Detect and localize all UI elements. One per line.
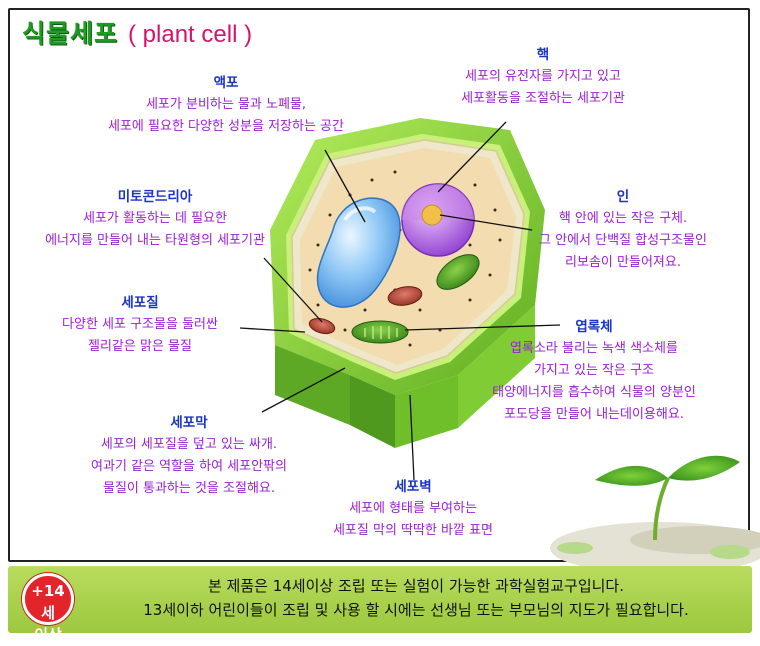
- label-membrane: 세포막 세포의 세포질을 덮고 있는 싸개. 여과기 같은 역할을 하여 세포안…: [58, 412, 320, 500]
- label-nucleus-name: 핵: [536, 47, 550, 63]
- label-mitochondria-line2: 에너지를 만들어 내는 타원형의 세포기관: [45, 233, 265, 248]
- age-badge: +14세 이상: [22, 573, 74, 644]
- nucleus: [401, 183, 475, 257]
- page-title: 식물세포 ( plant cell ): [22, 14, 252, 50]
- label-membrane-line2: 여과기 같은 역할을 하여 세포안팎의: [91, 459, 287, 474]
- sprout-illustration: [550, 455, 760, 574]
- label-membrane-line3: 물질이 통과하는 것을 조절해요.: [102, 481, 275, 496]
- label-membrane-name: 세포막: [170, 415, 208, 431]
- chloroplast: [351, 254, 480, 344]
- label-vacuole-line1: 세포가 분비하는 물과 노폐물,: [145, 97, 307, 112]
- label-vacuole-line2: 세포에 필요한 다양한 성분을 저장하는 공간: [108, 119, 344, 134]
- label-chloroplast-line3: 태양에너지를 흡수하여 식물의 양분인: [492, 385, 696, 400]
- label-nucleus-line1: 세포의 유전자를 가지고 있고: [465, 69, 621, 84]
- label-nucleus-line2: 세포활동을 조절하는 세포기관: [461, 91, 625, 106]
- footer-notice: 본 제품은 14세이상 조립 또는 실험이 가능한 과학실험교구입니다. 13세…: [84, 574, 748, 622]
- label-wall-name: 세포벽: [394, 479, 432, 495]
- label-nucleolus: 인 핵 안에 있는 작은 구체. 그 안에서 단백질 합성구조물인 리보솜이 만…: [512, 186, 734, 274]
- label-cytoplasm-name: 세포질: [121, 295, 159, 311]
- label-mitochondria-line1: 세포가 활동하는 데 필요한: [83, 211, 227, 226]
- footer-notice-line1: 본 제품은 14세이상 조립 또는 실험이 가능한 과학실험교구입니다.: [207, 577, 625, 595]
- label-chloroplast-line4: 포도당을 만들어 내는데이용해요.: [504, 407, 684, 422]
- label-wall-line1: 세포에 형태를 부여하는: [349, 501, 477, 516]
- label-wall-line2: 세포질 막의 딱딱한 바깥 표면: [332, 523, 494, 538]
- label-cytoplasm-line2: 젤리같은 맑은 물질: [88, 339, 192, 354]
- leader-lines: [239, 121, 561, 481]
- label-chloroplast-name: 엽록체: [575, 319, 613, 335]
- label-chloroplast: 엽록체 엽록소라 불리는 녹색 색소체를 가지고 있는 작은 구조 태양에너지를…: [468, 316, 720, 426]
- label-mitochondria: 미토콘드리아 세포가 활동하는 데 필요한 에너지를 만들어 내는 타원형의 세…: [20, 186, 290, 252]
- label-nucleolus-name: 인: [616, 189, 630, 205]
- age-badge-line2: 이상: [34, 626, 62, 644]
- label-nucleolus-line1: 핵 안에 있는 작은 구체.: [558, 211, 688, 226]
- label-mitochondria-name: 미토콘드리아: [117, 189, 193, 205]
- label-vacuole-name: 액포: [213, 75, 239, 91]
- vacuole: [316, 197, 401, 308]
- label-chloroplast-line2: 가지고 있는 작은 구조: [533, 363, 655, 378]
- label-vacuole: 액포 세포가 분비하는 물과 노폐물, 세포에 필요한 다양한 성분을 저장하는…: [88, 72, 364, 138]
- label-chloroplast-line1: 엽록소라 불리는 녹색 색소체를: [510, 341, 678, 356]
- title-korean: 식물세포: [22, 19, 119, 48]
- label-wall: 세포벽 세포에 형태를 부여하는 세포질 막의 딱딱한 바깥 표면: [306, 476, 520, 542]
- nucleolus: [421, 204, 443, 226]
- label-membrane-line1: 세포의 세포질을 덮고 있는 싸개.: [100, 437, 278, 452]
- footer-notice-line2: 13세이하 어린이들이 조립 및 사용 할 시에는 선생님 또는 부모님의 지도…: [143, 601, 689, 619]
- footer-banner: [8, 566, 752, 633]
- mitochondria: [308, 286, 423, 335]
- label-nucleus: 핵 세포의 유전자를 가지고 있고 세포활동을 조절하는 세포기관: [438, 44, 648, 110]
- age-badge-line1: +14세: [31, 582, 65, 622]
- label-cytoplasm-line1: 다양한 세포 구조물을 둘러싼: [62, 317, 218, 332]
- label-nucleolus-line3: 리보솜이 만들어져요.: [565, 255, 681, 270]
- label-cytoplasm: 세포질 다양한 세포 구조물을 둘러싼 젤리같은 맑은 물질: [40, 292, 240, 358]
- title-english: ( plant cell ): [128, 21, 253, 48]
- label-nucleolus-line2: 그 안에서 단백질 합성구조물인: [539, 233, 707, 248]
